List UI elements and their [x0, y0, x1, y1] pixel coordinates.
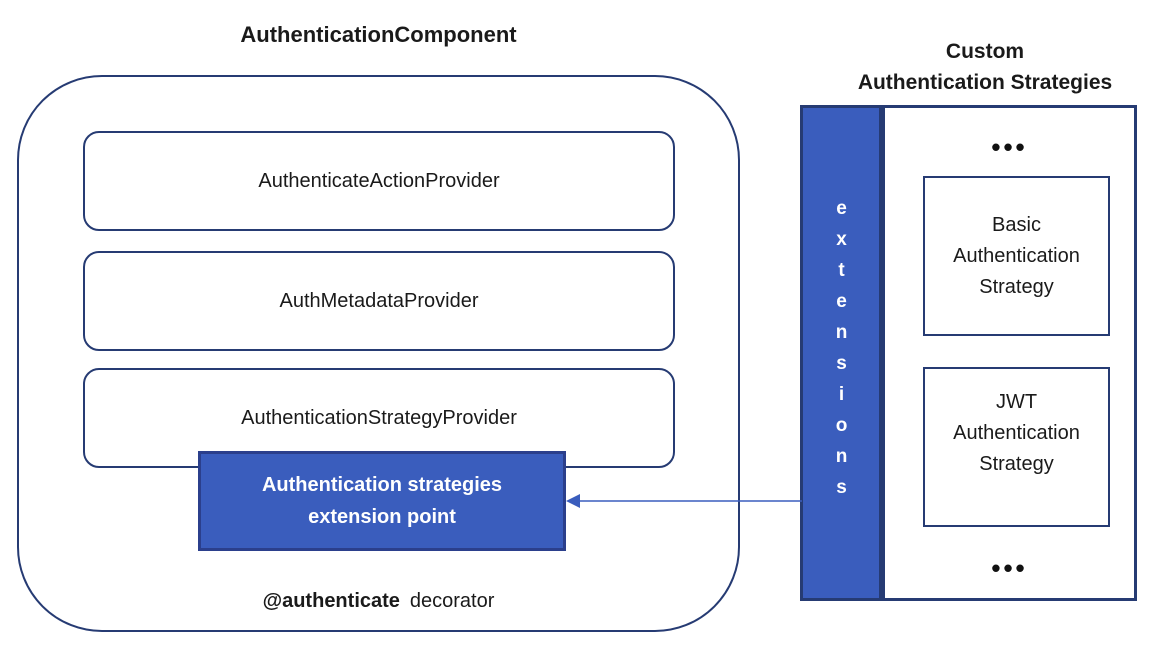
authentication-component-title: AuthenticationComponent: [240, 22, 517, 47]
auth-metadata-provider-box: AuthMetadataProvider: [83, 251, 675, 351]
extensions-bar: extensions: [800, 105, 882, 601]
extension-arrow-head: [566, 494, 580, 508]
ellipsis-top-icon: •••: [991, 132, 1028, 162]
extensions-bar-label: extensions: [831, 198, 852, 508]
strategies-panel: ••• Basic Authentication Strategy JWT Au…: [882, 105, 1137, 601]
custom-authentication-strategies-title: Custom Authentication Strategies: [857, 40, 1113, 94]
authentication-strategies-extension-point-box: Authentication strategies extension poin…: [198, 451, 566, 551]
authenticate-action-provider-box: AuthenticateActionProvider: [83, 131, 675, 231]
extension-arrow: [566, 494, 802, 508]
authenticate-decorator-label: @authenticate decorator: [19, 590, 738, 613]
basic-authentication-strategy-box: Basic Authentication Strategy: [923, 176, 1110, 336]
decorator-word: decorator: [409, 590, 495, 612]
ellipsis-bottom-icon: •••: [991, 553, 1028, 583]
decorator-name: @authenticate: [262, 590, 400, 612]
authentication-component-container: AuthenticateActionProvider AuthMetadataP…: [17, 75, 740, 632]
jwt-authentication-strategy-box: JWT Authentication Strategy: [923, 367, 1110, 527]
